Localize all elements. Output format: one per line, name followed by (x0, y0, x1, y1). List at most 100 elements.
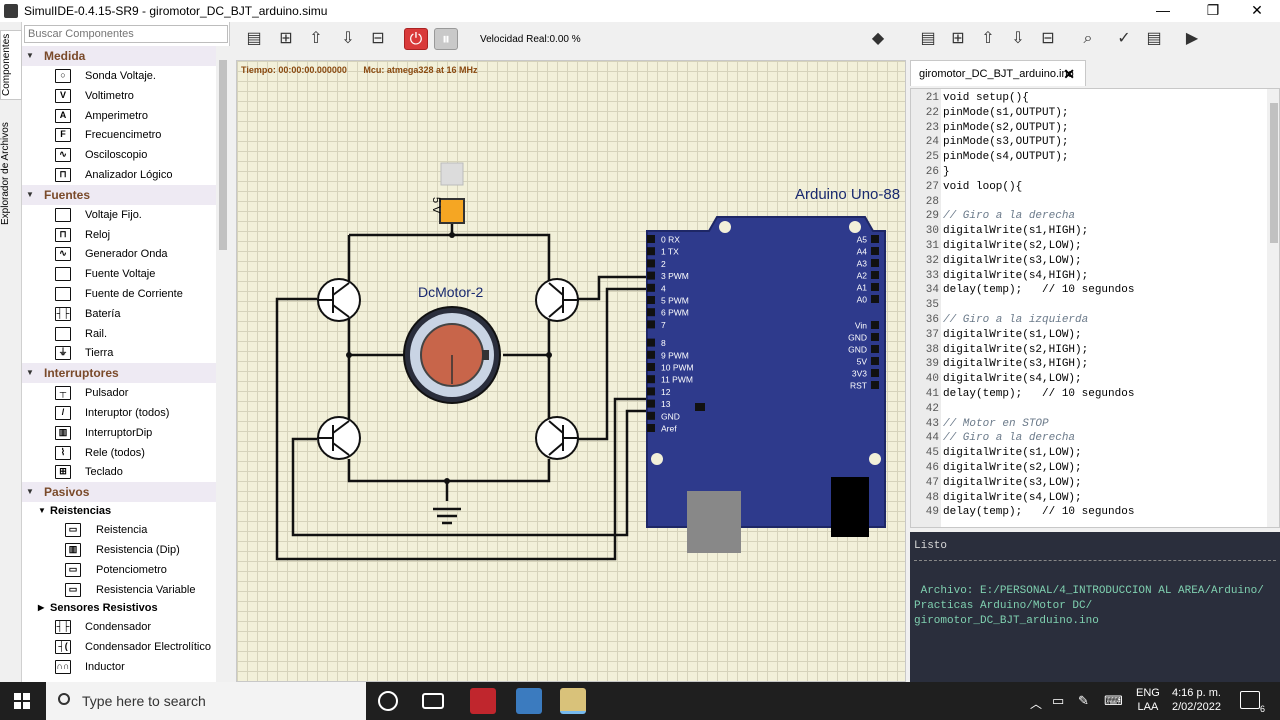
info-icon[interactable]: ◆ (871, 30, 885, 47)
component-item[interactable]: ┤├Batería (22, 304, 216, 324)
component-item[interactable]: ┬Pulsador (22, 383, 216, 403)
component-item[interactable]: ┤(Condensador Electrolítico (22, 637, 216, 657)
circuit-canvas[interactable]: Tiempo: 00:00:00.000000 Mcu: atmega328 a… (236, 60, 906, 682)
scrollbar-thumb[interactable] (219, 60, 227, 250)
component-item[interactable]: ▥Resistencia (Dip) (22, 540, 216, 560)
find-icon[interactable]: ⌕ (1083, 30, 1093, 47)
component-item[interactable]: Voltaje Fijo. (22, 205, 216, 225)
cortana-icon[interactable] (378, 691, 398, 711)
taskbar-clock[interactable]: 4:16 p. m. 2/02/2022 (1172, 686, 1221, 714)
component-item[interactable]: /Interuptor (todos) (22, 403, 216, 423)
editor-menu-icon[interactable]: ▤ (920, 30, 936, 47)
editor-file-tab[interactable]: giromotor_DC_BJT_arduino.ino ✕ (910, 60, 1086, 86)
subcategory-item[interactable]: Reistencias (22, 502, 216, 520)
compile-check-icon[interactable]: ✓ (1117, 30, 1131, 47)
upload-icon[interactable]: ▤ (1146, 30, 1162, 47)
component-item[interactable]: ▭Potenciometro (22, 560, 216, 580)
category-medida[interactable]: Medida (22, 46, 216, 66)
code-line[interactable]: 43// Motor en STOP (911, 417, 1049, 432)
file-menu-icon[interactable]: ▤ (246, 30, 262, 47)
maximize-button[interactable]: ❐ (1206, 2, 1220, 18)
minimize-button[interactable]: — (1156, 2, 1170, 18)
component-item[interactable]: ⌇Rele (todos) (22, 443, 216, 463)
component-item[interactable]: ○Sonda Voltaje. (22, 66, 216, 86)
component-item[interactable]: ▥InterruptorDip (22, 423, 216, 443)
new-file-icon[interactable]: ⊞ (279, 30, 293, 47)
category-fuentes[interactable]: Fuentes (22, 184, 216, 205)
component-item[interactable]: ⊞Teclado (22, 462, 216, 482)
component-item[interactable]: ∿Osciloscopio (22, 145, 216, 165)
power-icon[interactable]: ⏻ (404, 28, 428, 50)
component-item[interactable]: ⊓Analizador Lógico (22, 165, 216, 185)
code-line[interactable]: 36// Giro a la izquierda (911, 313, 1088, 328)
editor-scrollbar-thumb[interactable] (1270, 103, 1278, 243)
editor-open-icon[interactable]: ⇧ (981, 30, 995, 47)
component-item[interactable]: Fuente Voltaje (22, 264, 216, 284)
component-item[interactable]: Rail. (22, 324, 216, 344)
subcategory-item[interactable]: Sensores Resistivos (22, 599, 216, 617)
editor-save-as-icon[interactable]: ⊟ (1041, 30, 1055, 47)
component-item[interactable]: ▭Resistencia Variable (22, 580, 216, 600)
tray-chevron-icon[interactable]: ︿ (1030, 697, 1043, 711)
notifications-icon[interactable]: 6 (1240, 691, 1265, 714)
component-scrollbar[interactable] (216, 46, 230, 682)
network-icon[interactable]: ▭ (1052, 693, 1065, 708)
code-line[interactable]: 35 (911, 298, 943, 313)
component-item[interactable]: ▭Reistencia (22, 520, 216, 540)
category-interruptores[interactable]: Interruptores (22, 363, 216, 384)
code-line[interactable]: 29// Giro a la derecha (911, 209, 1075, 224)
task-view-icon[interactable] (422, 693, 444, 709)
code-line[interactable]: 42 (911, 402, 943, 417)
search-input[interactable] (24, 25, 228, 43)
save-icon[interactable]: ⇩ (341, 30, 355, 47)
tab-components[interactable]: Componentes (0, 30, 22, 100)
open-file-icon[interactable]: ⇧ (309, 30, 323, 47)
start-button[interactable] (0, 682, 46, 720)
code-line[interactable]: 28 (911, 195, 943, 210)
taskbar-app-recorder-icon[interactable] (470, 688, 496, 714)
pause-icon[interactable]: ⏸ (434, 28, 458, 50)
code-line[interactable]: 26} (911, 165, 950, 180)
pen-icon[interactable]: ✎ (1078, 693, 1089, 708)
taskbar-app-simulide-icon[interactable] (560, 688, 586, 714)
component-item[interactable]: ∿Generador Onda (22, 244, 216, 264)
taskbar-search[interactable]: Type here to search (46, 682, 366, 720)
close-button[interactable]: ✕ (1251, 2, 1263, 18)
editor-save-icon[interactable]: ⇩ (1011, 30, 1025, 47)
debug-play-icon[interactable]: ▶ (1185, 30, 1199, 47)
tab-file-explorer[interactable]: Explorador de Archivos (0, 122, 11, 226)
keyboard-icon[interactable]: ⌨ (1104, 693, 1123, 708)
save-as-icon[interactable]: ⊟ (371, 30, 385, 47)
component-item[interactable]: Fuente de Corriente (22, 284, 216, 304)
category-pasivos[interactable]: Pasivos (22, 482, 216, 503)
component-item[interactable]: ∩∩Inductor (22, 657, 216, 677)
component-item[interactable]: ⊓Reloj (22, 225, 216, 245)
language-indicator[interactable]: ENG LAA (1136, 686, 1160, 714)
code-line[interactable]: 44// Giro a la derecha (911, 431, 1075, 446)
editor-new-icon[interactable]: ⊞ (951, 30, 965, 47)
